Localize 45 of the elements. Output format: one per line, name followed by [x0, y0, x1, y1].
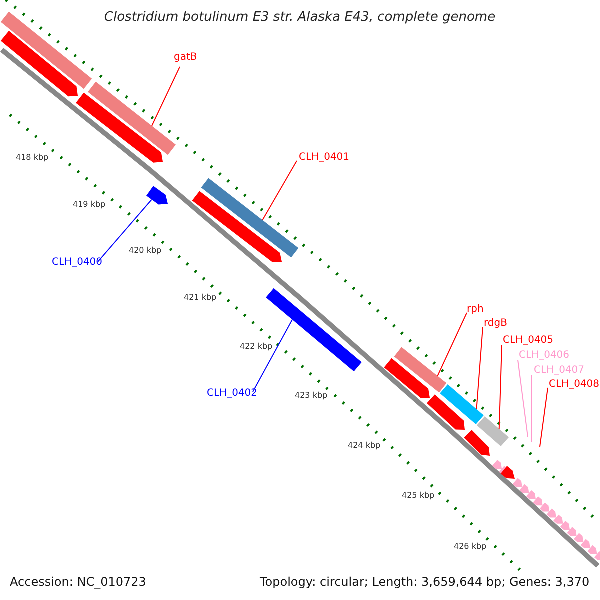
- gene-bar: [146, 186, 168, 205]
- leader-line: [476, 326, 484, 410]
- tick-label: 418 kbp: [16, 154, 49, 162]
- tick-label: 426 kbp: [454, 543, 487, 551]
- title: Clostridium botulinum E3 str. Alaska E43, complete genome: [103, 11, 497, 24]
- gene-label: CLH_0408: [549, 380, 600, 390]
- leader-line: [262, 160, 298, 221]
- gene-label: gatB: [174, 53, 198, 63]
- gene-label: CLH_0407: [534, 366, 585, 376]
- gene-bar: [0, 12, 92, 90]
- gene-bar: [192, 191, 282, 262]
- tick-label: 420 kbp: [129, 247, 162, 255]
- gene-label: CLH_0402: [207, 389, 258, 399]
- gene-bar: [440, 384, 484, 424]
- leader-line: [498, 344, 502, 430]
- gene-bar: [0, 31, 78, 97]
- gene-bar: [201, 178, 299, 258]
- gene-bar: [394, 347, 447, 393]
- gene-bar: [76, 92, 163, 163]
- leader-line: [518, 360, 528, 438]
- gene-label: rph: [467, 305, 484, 315]
- gene-label: CLH_0406: [519, 351, 570, 361]
- gene-label: CLH_0400: [52, 258, 103, 268]
- gene-bar: [427, 394, 465, 430]
- tick-label: 423 kbp: [295, 392, 328, 400]
- tick-label: 425 kbp: [402, 492, 435, 500]
- gene-bar: [88, 82, 176, 156]
- tick-label: 419 kbp: [73, 201, 106, 209]
- gene-bar: [464, 430, 490, 456]
- footer-text: Accession: NC_010723: [10, 576, 146, 588]
- leader-line: [252, 319, 294, 392]
- gene-bar: [384, 358, 430, 398]
- tick-label: 421 kbp: [184, 294, 217, 302]
- leader-line: [437, 312, 468, 377]
- gene-bar: [500, 466, 515, 479]
- gene-label: CLH_0405: [503, 336, 554, 346]
- leader-line: [152, 66, 180, 126]
- leader-line: [98, 199, 152, 262]
- gene-bar: [477, 416, 509, 446]
- gene-label: CLH_0401: [299, 153, 350, 163]
- tick-label: 422 kbp: [240, 343, 273, 351]
- footer-text: Topology: circular; Length: 3,659,644 bp; Genes: 3,370: [260, 576, 590, 588]
- tick-label: 424 kbp: [348, 442, 381, 450]
- gene-label: rdgB: [484, 319, 508, 329]
- leader-line: [540, 388, 548, 448]
